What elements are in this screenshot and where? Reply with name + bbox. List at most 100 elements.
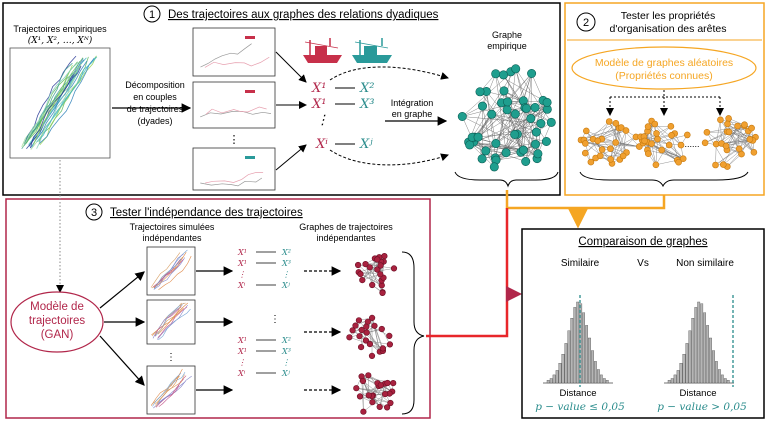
random-graph-model-label-1: Modèle de graphes aléatoires xyxy=(595,57,733,69)
histogram-bar xyxy=(546,380,550,384)
histogram-bar xyxy=(549,378,553,384)
random-graph-1-node xyxy=(587,158,595,166)
random-graph-3-edge xyxy=(725,125,738,147)
histogram-not-similar xyxy=(664,295,734,387)
dyad-x2-a: X² xyxy=(359,81,374,96)
simulated-trajectory xyxy=(158,375,187,407)
integration-label-1: Intégration xyxy=(391,98,434,108)
random-graph-2-edge xyxy=(655,139,658,165)
sim-dyad-right: X² xyxy=(281,248,291,257)
random-graph-1-node xyxy=(617,124,625,131)
histogram-bar xyxy=(552,374,556,384)
random-graph-3-node xyxy=(701,139,709,147)
empirical-graph-node xyxy=(526,114,536,124)
comparison-title: Comparaison de graphes xyxy=(578,236,707,248)
empirical-graph-node xyxy=(487,109,497,119)
random-graph-2-node xyxy=(677,141,685,149)
panel-2-number: 2 xyxy=(583,17,589,29)
histogram-bar xyxy=(691,318,695,384)
random-graph-2-node xyxy=(652,161,660,169)
dyad-trajectory xyxy=(200,43,252,68)
panel-2-number-circle xyxy=(576,12,596,32)
empirical-trajectory xyxy=(39,58,95,144)
simulated-trajectory xyxy=(155,374,185,407)
random-graph-1-edge xyxy=(580,123,616,141)
sim-dyad-left: Xⁱ xyxy=(237,369,246,378)
simulated-graph-3-node xyxy=(365,392,372,399)
histogram-bar xyxy=(570,318,574,384)
empirical-graph-node xyxy=(502,105,512,115)
empirical-graph-node xyxy=(541,137,551,147)
simulated-graph-1-edge xyxy=(372,258,376,286)
random-graph-1-edge xyxy=(585,143,640,147)
simulated-graph-2-node xyxy=(368,352,376,360)
random-graph-2-node xyxy=(667,123,675,130)
random-graph-1-edge xyxy=(600,136,636,156)
empirical-graph-node xyxy=(521,103,531,113)
random-graph-2-node xyxy=(653,130,660,137)
random-graphs-dots: ...... xyxy=(684,139,699,149)
dashed-arrow-bottom xyxy=(329,149,449,166)
simulated-graph-1-node xyxy=(362,261,369,268)
random-graph-1-node xyxy=(619,152,627,160)
histogram-bar xyxy=(602,378,606,384)
empirical-graph-node xyxy=(477,101,487,111)
random-graph-3-node xyxy=(703,129,711,136)
empirical-graph-edge xyxy=(494,71,511,167)
sim-dyad-right: X³ xyxy=(281,259,291,268)
empirical-graph-node xyxy=(518,145,528,155)
simulated-graph-3-node xyxy=(390,380,397,387)
empirical-graph-edge xyxy=(495,153,538,161)
simulated-trajectory xyxy=(153,252,187,288)
empirical-graph-edge xyxy=(462,116,541,124)
empirical-graph-node xyxy=(510,109,520,119)
panel-3-number: 3 xyxy=(91,207,97,219)
sim-dyad-right: ⋮ xyxy=(282,270,290,279)
dyad-box-2 xyxy=(192,81,276,129)
dyad-trajectory-lines xyxy=(200,36,272,187)
panel-1-number-circle xyxy=(143,5,161,23)
empirical-graph-node xyxy=(530,103,540,113)
histogram-bar xyxy=(561,354,565,384)
gan-label-2: trajectoires xyxy=(29,315,85,327)
simulated-graph-3-node xyxy=(360,408,367,415)
random-graph-3-node xyxy=(717,116,724,124)
empirical-graph-node xyxy=(531,127,541,137)
histogram-bar xyxy=(597,369,600,384)
histogram-bar xyxy=(697,301,701,384)
random-graph-3-node xyxy=(750,149,758,156)
random-graph-3-node xyxy=(735,145,743,153)
random-graph-2-edge xyxy=(651,143,657,165)
panel-3-frame xyxy=(5,198,431,419)
random-graph-3-edge xyxy=(705,131,728,143)
empirical-graph-label-1: Graphe xyxy=(492,30,522,40)
panel-1-number: 1 xyxy=(149,9,155,21)
simulated-graph-2-node xyxy=(352,322,359,329)
sim-dyad-right: ⋮ xyxy=(282,358,290,367)
empirical-graph-node xyxy=(521,157,531,167)
empirical-graph xyxy=(457,64,556,172)
empirical-graph-edge xyxy=(507,101,552,123)
random-graph-3-node xyxy=(746,136,754,143)
random-graph-1-edge xyxy=(586,130,601,156)
decomposition-label-1: Décomposition xyxy=(125,80,185,90)
similar-label: Similaire xyxy=(561,258,600,269)
empirical-graph-node xyxy=(533,149,543,159)
random-graph-3-edge xyxy=(720,119,722,144)
dyad-arrow-3 xyxy=(275,144,307,171)
distance-label-right: Distance xyxy=(680,388,717,399)
sim-dyad-left: X¹ xyxy=(237,347,247,356)
sim-dyad-right: X² xyxy=(281,336,291,345)
histogram-bar xyxy=(715,361,718,384)
random-graph-1-edge xyxy=(615,142,640,147)
random-graphs xyxy=(577,115,759,170)
empirical-graph-node xyxy=(491,69,501,79)
histogram-bar xyxy=(700,303,704,384)
simulated-graph-1-node xyxy=(359,277,366,284)
dyad-trajectory xyxy=(200,110,272,118)
teal-boat-icon xyxy=(352,38,392,63)
histogram-bar xyxy=(712,350,715,384)
empirical-graph-node xyxy=(465,140,475,150)
dyad-trajectory xyxy=(200,177,263,187)
simulated-graph-3-node xyxy=(384,404,391,411)
